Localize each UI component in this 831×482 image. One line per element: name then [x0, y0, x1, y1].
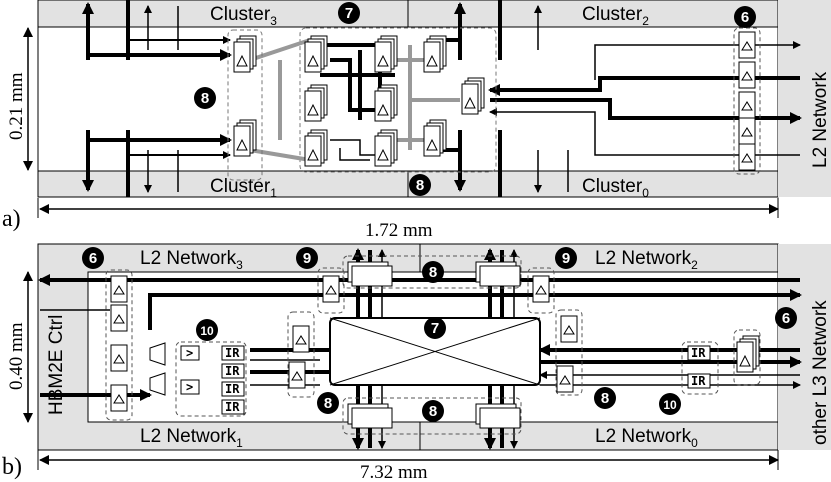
cluster0-router — [423, 119, 447, 157]
l2-network3-label: L2 Network3 — [140, 248, 243, 272]
badge-6-panel-a: 6 — [734, 6, 756, 28]
badge-6-panel-b-right: 6 — [775, 307, 797, 329]
svg-text:8: 8 — [201, 90, 209, 107]
right-edge-register-group — [733, 329, 761, 386]
svg-text:IR: IR — [691, 374, 706, 388]
badge-10-left: 10 — [196, 319, 218, 341]
svg-text:IR: IR — [691, 346, 706, 360]
panel-a-height-dimension: 0.21 mm — [6, 72, 27, 140]
svg-text:7: 7 — [431, 320, 439, 337]
badge-8-panel-a-left: 8 — [194, 87, 216, 109]
other-l3-network-label: other L3 Network — [810, 300, 831, 445]
ir-block-group-left — [175, 341, 247, 417]
comparator-block-top: > — [180, 345, 200, 361]
cluster3-router — [233, 35, 257, 73]
cluster1-router — [233, 119, 257, 157]
badge-8-bottom-center: 8 — [422, 400, 444, 422]
svg-text:>: > — [186, 346, 193, 360]
svg-text:IR: IR — [225, 346, 240, 360]
panel-b-width-dimension: 7.32 mm — [360, 462, 428, 482]
badge-8-top: 8 — [422, 261, 444, 283]
l2-network-side-label: L2 Network — [810, 71, 831, 168]
badge-10-right: 10 — [659, 393, 681, 415]
ir-block-5: IR — [687, 345, 711, 361]
svg-text:6: 6 — [741, 9, 749, 26]
l2-network2-label: L2 Network2 — [595, 248, 698, 272]
ir-block-2: IR — [221, 363, 245, 379]
hbm2e-ctrl-label: HBM2E Ctrl — [46, 315, 67, 415]
svg-text:10: 10 — [663, 398, 677, 412]
svg-text:8: 8 — [429, 264, 437, 281]
svg-text:6: 6 — [89, 250, 97, 267]
badge-8-bottom-right: 8 — [594, 387, 616, 409]
svg-text:10: 10 — [200, 324, 214, 338]
svg-text:IR: IR — [225, 382, 240, 396]
panel-a: Cluster3 Cluster2 Cluster1 Cluster0 L2 N… — [2, 0, 831, 241]
comparator-block-bottom: > — [180, 379, 200, 395]
svg-text:7: 7 — [345, 5, 353, 22]
panel-a-label: a) — [2, 206, 21, 232]
svg-text:8: 8 — [416, 177, 424, 194]
panel-b-height-dimension: 0.40 mm — [6, 322, 27, 390]
cluster2-label: Cluster2 — [582, 4, 649, 28]
svg-text:>: > — [186, 380, 193, 394]
l2-port-router — [461, 77, 485, 115]
svg-text:8: 8 — [601, 390, 609, 407]
bottom-router-left — [347, 403, 393, 429]
panel-a-width-dimension: 1.72 mm — [365, 220, 433, 241]
svg-text:6: 6 — [782, 310, 790, 327]
l2-network0-label: L2 Network0 — [595, 426, 698, 450]
svg-text:9: 9 — [303, 250, 311, 267]
svg-text:IR: IR — [225, 364, 240, 378]
left-edge-register-group — [105, 269, 133, 421]
ir-block-1: IR — [221, 345, 245, 361]
badge-9-left: 9 — [296, 247, 318, 269]
top-router-left — [347, 261, 393, 287]
cluster0-label: Cluster0 — [582, 176, 649, 200]
svg-text:9: 9 — [562, 250, 570, 267]
top-router-right — [475, 261, 521, 287]
cluster3-label: Cluster3 — [210, 4, 277, 28]
ir-block-3: IR — [221, 381, 245, 397]
svg-text:IR: IR — [225, 400, 240, 414]
l2-network1-label: L2 Network1 — [140, 426, 243, 450]
edge-register-group — [733, 27, 761, 175]
cluster1-label: Cluster1 — [210, 176, 277, 200]
bottom-router-right — [475, 403, 521, 429]
badge-6-panel-b-left: 6 — [82, 247, 104, 269]
badge-8-panel-a-bottom: 8 — [409, 174, 431, 196]
ir-block-6: IR — [687, 373, 711, 389]
cluster2-router — [423, 35, 447, 73]
badge-9-right: 9 — [555, 247, 577, 269]
badge-7-panel-a: 7 — [338, 2, 360, 24]
panel-b-label: b) — [2, 454, 22, 480]
ir-block-4: IR — [221, 399, 245, 415]
svg-text:8: 8 — [324, 395, 332, 412]
badge-8-bottom-left: 8 — [317, 392, 339, 414]
central-crossbar-boundary — [299, 27, 497, 173]
badge-7-panel-b: 7 — [424, 317, 446, 339]
panel-b: L2 Network3 L2 Network2 L2 Network1 L2 N… — [2, 243, 831, 482]
svg-text:8: 8 — [429, 403, 437, 420]
